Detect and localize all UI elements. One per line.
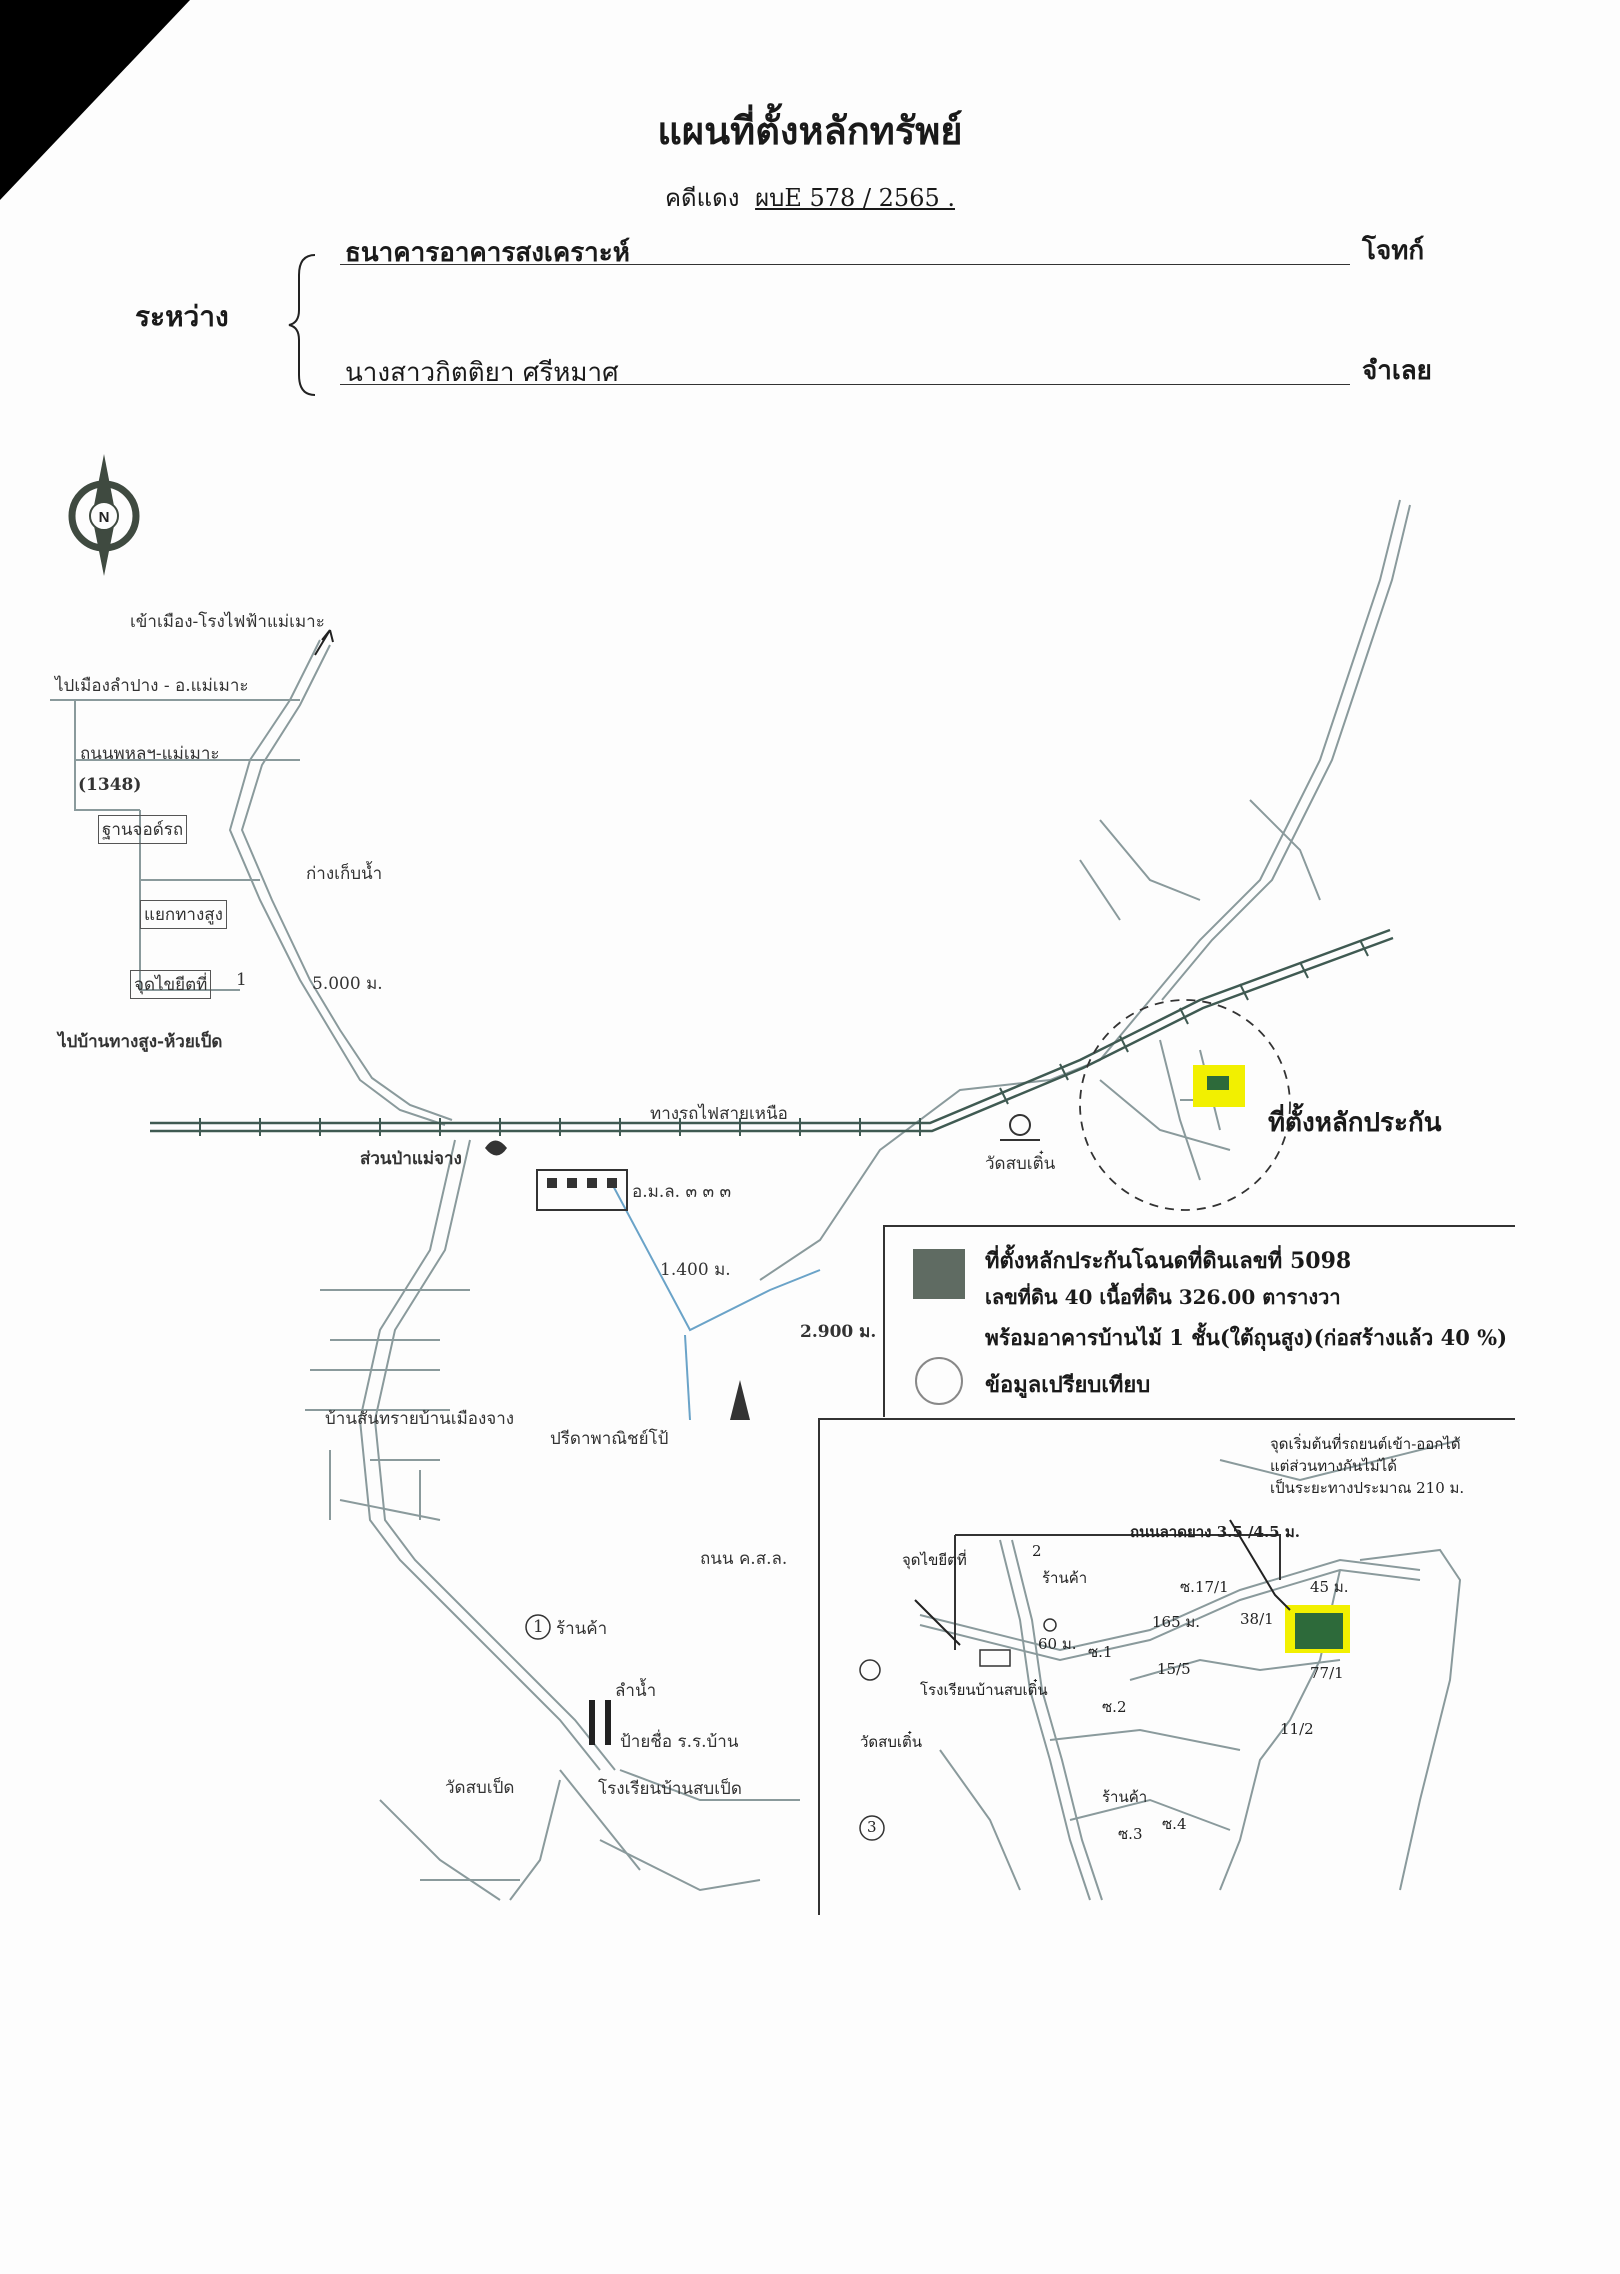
inset-note-1: จุดเริ่มต้นที่รถยนต์เข้า-ออกได้ [1270, 1435, 1461, 1453]
inset-road-width: ถนนลาดยาง 3.5 /4.5 ม. [1130, 1523, 1300, 1541]
label-office: ปรีดาพาณิชย์โป้ [550, 1429, 669, 1449]
inset-shop-2: ร้านค้า [1102, 1788, 1148, 1806]
brace-icon [288, 254, 316, 396]
inset-plot-15-5: 15/5 [1157, 1660, 1191, 1678]
compass: N [58, 450, 150, 580]
label-village-left: บ้านสันทรายบ้านเมืองจาง [325, 1409, 515, 1429]
case-number-line: คดีแดง ผบE 578 / 2565 . [0, 178, 1620, 217]
defendant-name: นางสาวกิตติยา ศรีหมาศ [345, 358, 619, 388]
inset-plot-s3: ซ.3 [1118, 1825, 1143, 1843]
label-to-lampang: ไปเมืองลำปาง - อ.แม่เมาะ [55, 676, 249, 696]
scan-corner-shadow [0, 0, 190, 200]
label-road-small: ถนน ค.ส.ล. [700, 1549, 788, 1569]
legend-box: ที่ตั้งหลักประกันโฉนดที่ดินเลขที่ 5098 เ… [883, 1225, 1515, 1417]
inset-marker-point: จุดไขยีตที่ [902, 1551, 967, 1569]
legend-line-3: พร้อมอาคารบ้านไม้ 1 ชั้น(ใต้ถุนสูง)(ก่อส… [985, 1325, 1508, 1350]
inset-note-2: แต่ส่วนทางกันไม่ได้ [1270, 1457, 1397, 1475]
label-to-town: เข้าเมือง-โรงไฟฟ้าแม่เมาะ [130, 612, 325, 632]
inset-shop: ร้านค้า [1042, 1569, 1088, 1587]
label-school-bottom: โรงเรียนบ้านสบเป็ด [598, 1779, 742, 1799]
label-river: ลำน้ำ [615, 1681, 657, 1701]
label-marker-no-1: 1 [236, 970, 247, 990]
plaintiff-name: ธนาคารอาคารสงเคราะห์ [345, 238, 630, 268]
label-temple-bottom: วัดสบเป็ด [445, 1778, 515, 1798]
inset-roads [859, 1439, 1462, 1901]
label-checkpoint: ฐานจอด์รถ [98, 815, 188, 844]
label-distance-5000: 5.000 ม. [312, 974, 383, 994]
label-school-big: อ.ม.ล. ๓ ๓ ๓ [632, 1182, 732, 1202]
label-shop-1: ร้านค้า [556, 1619, 608, 1639]
inset-note-3: เป็นระยะทางประมาณ 210 ม. [1270, 1479, 1465, 1497]
inset-d60: 60 ม. [1038, 1635, 1077, 1653]
north-arrow-icon: N [68, 454, 140, 576]
inset-d45: 45 ม. [1310, 1578, 1349, 1596]
label-railway: ทางรถไฟสายเหนือ [650, 1104, 788, 1124]
label-road-no: (1348) [78, 775, 142, 795]
label-road-name: ถนนพหลฯ-แม่เมาะ [80, 744, 220, 764]
inset-plot-s2: ซ.2 [1102, 1698, 1127, 1716]
defendant-role: จำเลย [1362, 356, 1432, 386]
label-marker-point-1: จุดไขยีตที่ [130, 970, 212, 999]
label-station: ส่วนป่าแม่จาง [360, 1149, 462, 1169]
label-temple-main: วัดสบเติ๋น [985, 1154, 1056, 1174]
svg-text:N: N [99, 509, 110, 526]
inset-plot-77-1: 77/1 [1310, 1664, 1344, 1682]
inset-marker-no: 2 [1032, 1542, 1042, 1560]
case-label: คดีแดง [665, 184, 740, 212]
label-reservoir: ก่างเก็บน้ำ [306, 864, 383, 884]
legend-swatch [913, 1249, 965, 1299]
inset-temple: วัดสบเติ๋น [860, 1733, 922, 1751]
legend-line-1: ที่ตั้งหลักประกันโฉนดที่ดินเลขที่ 5098 [985, 1248, 1352, 1274]
label-to-village: ไปบ้านทางสูง-ห้วยเป็ด [58, 1032, 223, 1052]
inset-circle-3: 3 [867, 1818, 877, 1836]
inset-school: โรงเรียนบ้านสบเติ๋น [920, 1681, 1048, 1699]
label-distance-2900: 2.900 ม. [800, 1322, 877, 1342]
inset-plot-17-1: ซ.17/1 [1180, 1578, 1229, 1596]
between-label: ระหว่าง [135, 300, 229, 333]
plaintiff-underline [340, 264, 1350, 265]
label-junction: แยกทางสูง [140, 900, 227, 929]
inset-plot-11-2: 11/2 [1280, 1720, 1314, 1738]
label-circle-1: 1 [533, 1617, 544, 1637]
label-collateral-site: ที่ตั้งหลักประกัน [1268, 1108, 1442, 1138]
defendant-underline [340, 384, 1350, 385]
comparison-circle-icon [915, 1357, 963, 1405]
legend-line-2: เลขที่ดิน 40 เนื้อที่ดิน 326.00 ตารางวา [985, 1285, 1341, 1309]
inset-plot-s4: ซ.4 [1162, 1815, 1187, 1833]
plaintiff-role: โจทก์ [1362, 236, 1425, 266]
inset-d165: 165 ม. [1152, 1613, 1201, 1631]
label-bridge-note: ป้ายชื่อ ร.ร.บ้าน [620, 1732, 739, 1752]
label-distance-1400: 1.400 ม. [660, 1260, 731, 1280]
inset-plot-s1: ซ.1 [1088, 1643, 1113, 1661]
legend-line-4: ข้อมูลเปรียบเทียบ [985, 1372, 1151, 1398]
inset-plot-38-1: 38/1 [1240, 1610, 1274, 1628]
page-title: แผนที่ตั้งหลักทรัพย์ [657, 108, 963, 153]
inset-map: จุดเริ่มต้นที่รถยนต์เข้า-ออกได้ แต่ส่วนท… [818, 1418, 1515, 1915]
case-number: ผบE 578 / 2565 . [755, 184, 955, 212]
